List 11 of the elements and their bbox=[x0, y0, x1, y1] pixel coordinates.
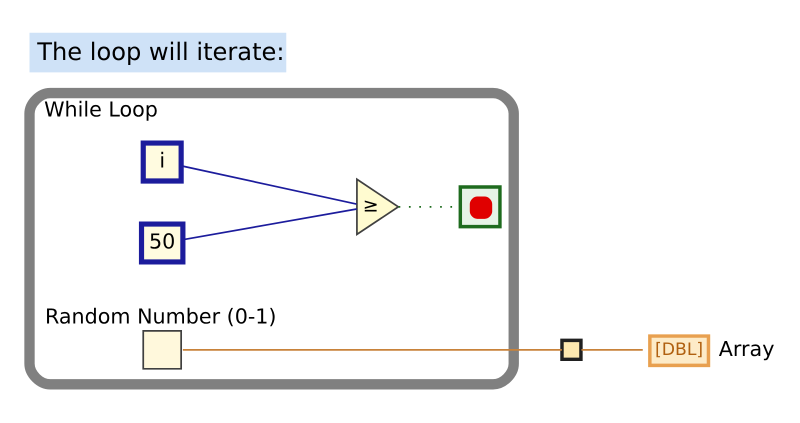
node-label: Array bbox=[718, 336, 774, 361]
node-box: i bbox=[140, 140, 184, 184]
connector bbox=[182, 348, 562, 350]
diagram-title: The loop will iterate: bbox=[37, 37, 284, 66]
node-box bbox=[458, 184, 502, 228]
node-box: 50 bbox=[138, 220, 186, 264]
node-label: Random Number (0-1) bbox=[45, 304, 277, 328]
connector bbox=[181, 164, 357, 204]
node-box bbox=[560, 338, 583, 361]
connector bbox=[581, 348, 643, 350]
connector bbox=[183, 208, 357, 240]
